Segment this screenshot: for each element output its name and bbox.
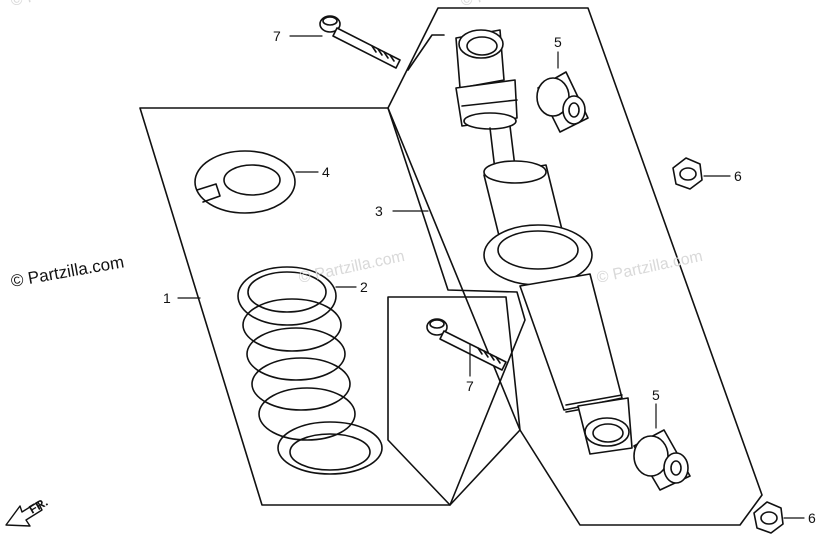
front-arrow-icon xyxy=(5,501,43,527)
callout-upper-bolt: 7 xyxy=(273,28,281,44)
coil-spring xyxy=(237,266,383,475)
watermark: © Partzilla.com xyxy=(9,0,118,10)
lower-bushing xyxy=(633,429,691,491)
watermark: © Partzilla.com xyxy=(297,248,406,287)
callout-lower-nut: 6 xyxy=(808,510,816,526)
callout-lower-bushing: 5 xyxy=(652,387,660,403)
shock-group-outline xyxy=(387,7,763,526)
callout-upper-nut: 6 xyxy=(734,168,742,184)
leader-lines xyxy=(177,35,805,519)
watermark: © Partzilla.com xyxy=(595,248,704,287)
shock-absorber xyxy=(455,29,633,455)
upper-bolt xyxy=(319,15,401,69)
spring-group-outline xyxy=(139,107,526,506)
upper-bushing xyxy=(536,71,589,133)
callout-shock-absorber: 3 xyxy=(375,203,383,219)
spring-seat xyxy=(194,150,296,214)
lower-bolt-outline xyxy=(387,296,521,506)
callout-lower-bolt: 7 xyxy=(466,378,474,394)
callout-spring: 2 xyxy=(360,279,368,295)
lower-nut xyxy=(753,501,784,534)
upper-nut xyxy=(672,157,703,190)
shock-group-tab xyxy=(407,34,445,71)
callout-upper-bushing: 5 xyxy=(554,34,562,50)
callout-spring-seat: 4 xyxy=(322,164,330,180)
copyright-label: © Partzilla.com xyxy=(9,252,125,291)
lower-bolt xyxy=(426,318,507,371)
callout-spring-assembly: 1 xyxy=(163,290,171,306)
